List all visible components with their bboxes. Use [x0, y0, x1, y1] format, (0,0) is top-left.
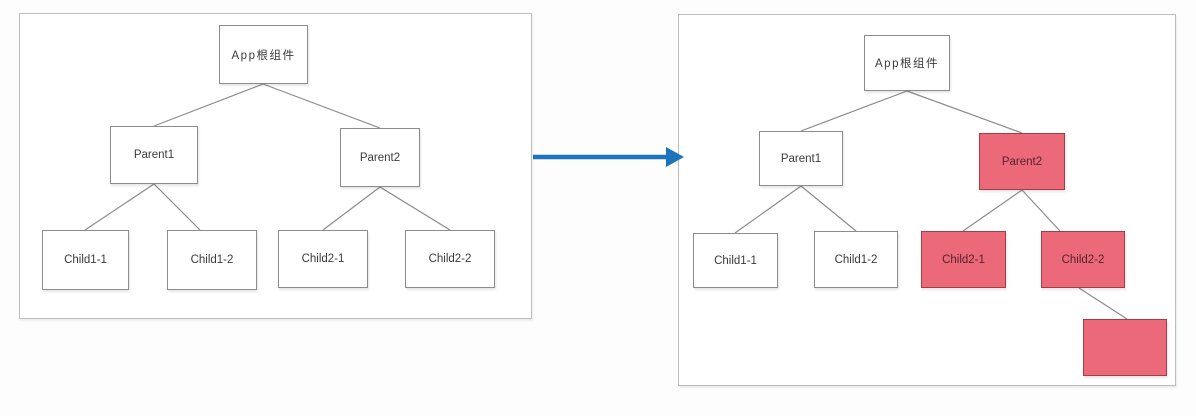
right-node-new-unlabeled — [1083, 319, 1167, 376]
right-node-child2-2: Child2-2 — [1041, 231, 1125, 288]
left-node-child2-2: Child2-2 — [405, 230, 495, 288]
left-node-child1-1: Child1-1 — [42, 230, 129, 290]
right-node-app-root: App根组件 — [864, 35, 950, 91]
right-node-child1-2: Child1-2 — [814, 231, 898, 288]
right-node-parent2: Parent2 — [979, 133, 1065, 190]
right-node-child1-1: Child1-1 — [693, 233, 778, 288]
right-node-parent1: Parent1 — [759, 131, 843, 186]
right-arrow-icon — [533, 147, 684, 167]
left-node-child2-1: Child2-1 — [278, 230, 368, 288]
left-node-parent1: Parent1 — [110, 126, 198, 184]
left-node-child1-2: Child1-2 — [167, 230, 257, 290]
left-node-app-root: App根组件 — [219, 25, 308, 84]
left-node-parent2: Parent2 — [340, 128, 420, 187]
right-node-child2-1: Child2-1 — [921, 231, 1006, 288]
